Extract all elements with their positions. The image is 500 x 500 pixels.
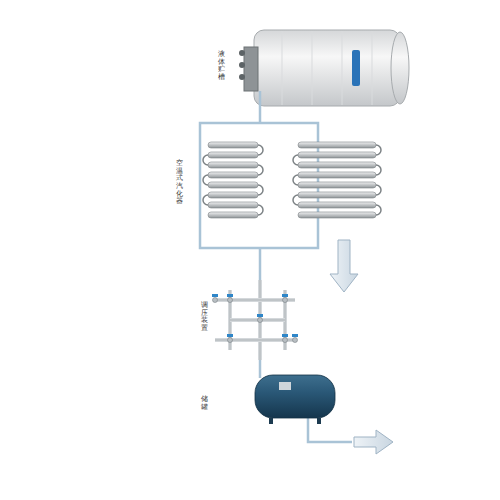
vaporizer-bend: [376, 145, 381, 155]
nameplate: [279, 382, 291, 390]
vaporizer-fin: [208, 172, 258, 178]
vaporizer-fin: [208, 162, 258, 168]
vaporizer-bend: [203, 195, 208, 205]
manifold-pipe: [259, 248, 262, 250]
vaporizer-bend: [376, 205, 381, 215]
valve-wheel: [239, 62, 245, 68]
vaporizer-bend: [376, 185, 381, 195]
valve-body: [213, 298, 218, 303]
vaporizer-bend: [203, 175, 208, 185]
vaporizer-bend: [376, 165, 381, 175]
equipment-illustration: [172, 122, 392, 250]
valve-wheel: [239, 74, 245, 80]
valve-cluster: [244, 47, 258, 91]
pipe-connector: [259, 360, 262, 368]
valve-handle: [282, 334, 288, 337]
regulator-pipe: [215, 338, 295, 342]
valve-body: [283, 298, 288, 303]
valve-handle: [292, 334, 298, 337]
tank-seam: [282, 31, 283, 105]
outlet-pipe: [308, 418, 352, 442]
tank-leg: [269, 418, 273, 424]
flow-arrow: [354, 430, 393, 454]
equipment-node: 调压装置: [195, 280, 305, 360]
buffer-tank-body: [255, 375, 335, 418]
tank-dome: [391, 32, 409, 104]
vaporizer-bend: [293, 155, 298, 165]
equipment-label: 空温式汽化器: [176, 160, 183, 206]
valve-handle: [282, 294, 288, 297]
valve-body: [258, 318, 263, 323]
pipe-connector: [259, 250, 262, 280]
regulator-pipe: [230, 318, 285, 322]
pipe-connector: [259, 113, 262, 122]
valve-handle: [212, 294, 218, 297]
equipment-label: 储罐: [201, 396, 208, 411]
valve-body: [228, 298, 233, 303]
tank-body: [254, 30, 400, 106]
valve-handle: [227, 294, 233, 297]
vaporizer-bend: [258, 205, 263, 215]
valve-handle: [257, 314, 263, 317]
tank-outlet: [259, 91, 262, 113]
regulator-pipe: [215, 298, 295, 302]
vaporizer-fin: [208, 182, 258, 188]
equipment-illustration: [195, 368, 345, 426]
vaporizer-bend: [293, 195, 298, 205]
flow-arrow: [330, 240, 358, 292]
vaporizer-fin: [298, 182, 376, 188]
vaporizer-bend: [258, 185, 263, 195]
vaporizer-fin: [298, 202, 376, 208]
equipment-node: 空温式汽化器: [172, 122, 392, 250]
equipment-node: 液体贮槽: [212, 25, 417, 113]
equipment-node: 储罐: [195, 368, 345, 426]
equipment-illustration: [212, 25, 417, 113]
vaporizer-fin: [208, 142, 258, 148]
valve-body: [283, 338, 288, 343]
tank-seam: [312, 31, 313, 105]
vaporizer-fin: [298, 142, 376, 148]
equipment-label: 液体贮槽: [218, 51, 225, 82]
vaporizer-fin: [298, 192, 376, 198]
valve-body: [293, 338, 298, 343]
buffer-inlet: [259, 368, 262, 378]
vaporizer-bend: [258, 165, 263, 175]
vaporizer-fin: [298, 212, 376, 218]
equipment-illustration: [195, 280, 305, 360]
tank-seam: [372, 31, 373, 105]
vaporizer-fin: [208, 212, 258, 218]
tank-seam: [342, 31, 343, 105]
tank-leg: [317, 418, 321, 424]
tank-logo-mark: [352, 50, 360, 86]
vaporizer-bend: [203, 155, 208, 165]
valve-handle: [227, 334, 233, 337]
vaporizer-fin: [298, 152, 376, 158]
vaporizer-fin: [208, 192, 258, 198]
regulator-pipe: [258, 280, 262, 360]
valve-wheel: [239, 50, 245, 56]
equipment-label: 调压装置: [201, 302, 208, 333]
vaporizer-bend: [293, 175, 298, 185]
vaporizer-bend: [258, 145, 263, 155]
valve-body: [228, 338, 233, 343]
vaporizer-fin: [298, 162, 376, 168]
vaporizer-fin: [298, 172, 376, 178]
vaporizer-fin: [208, 152, 258, 158]
vaporizer-fin: [208, 202, 258, 208]
